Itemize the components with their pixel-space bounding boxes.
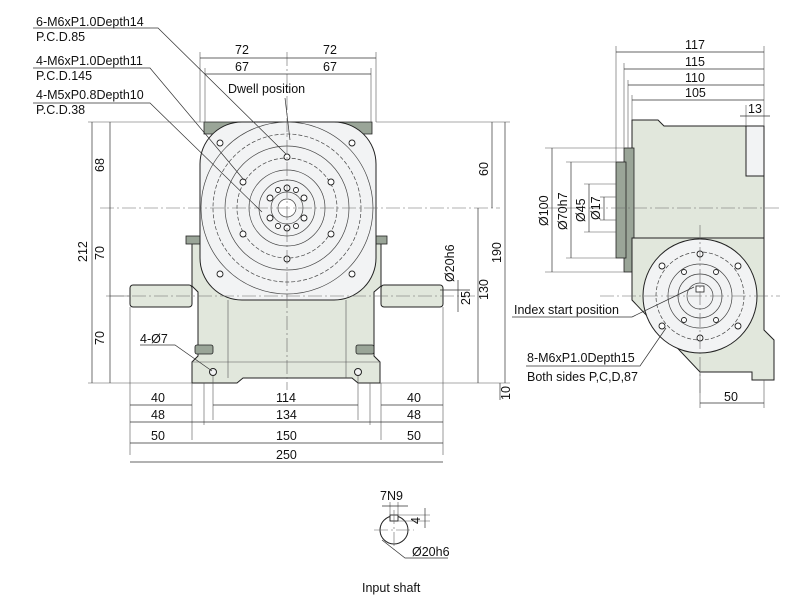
dim-shaft-dia: Ø20h6 [443, 244, 457, 282]
dim-67-right: 67 [323, 60, 337, 74]
dim-105: 105 [685, 86, 706, 100]
callout-holes-1: 6-M6xP1.0Depth14 [36, 15, 144, 29]
side-holes-label: 8-M6xP1.0Depth15 [527, 351, 635, 365]
callout-holes-2: 4-M6xP1.0Depth11 [36, 54, 143, 68]
mount-holes-label: 4-Ø7 [140, 332, 168, 346]
dim-60: 60 [477, 162, 491, 176]
callout-pcd-3: P.C.D.38 [36, 103, 85, 117]
side-view [545, 119, 780, 395]
dim-48-right: 48 [407, 408, 421, 422]
side-key-block [745, 125, 765, 177]
key-depth-label: 4 [409, 517, 423, 524]
mount-hole-left [209, 368, 217, 376]
dim-150: 150 [276, 429, 297, 443]
dim-dia-70: Ø70h7 [556, 192, 570, 230]
dim-70-bot: 70 [93, 331, 107, 345]
dim-40-left: 40 [151, 391, 165, 405]
mount-hole-right [354, 368, 362, 376]
input-shaft-section: 7N9 4 Ø20h6 Input shaft [362, 489, 450, 595]
front-left-tab [185, 235, 201, 245]
dim-212: 212 [76, 241, 90, 262]
side-spigot [615, 161, 627, 259]
front-right-shaft [380, 284, 444, 308]
dim-dia-17: Ø17 [589, 196, 603, 220]
dim-48-left: 48 [151, 408, 165, 422]
side-pcd-label: Both sides P,C,D,87 [527, 370, 638, 384]
side-holes [658, 250, 742, 342]
side-dimensions [512, 46, 770, 408]
dim-40-right: 40 [407, 391, 421, 405]
front-labels: 6-M6xP1.0Depth14 P.C.D.85 4-M6xP1.0Depth… [36, 15, 513, 462]
front-dimensions [33, 27, 510, 463]
dim-25: 25 [459, 291, 473, 305]
mount-slot-right [355, 344, 375, 355]
dim-72-left: 72 [235, 43, 249, 57]
mount-slot-left [194, 344, 214, 355]
dim-115: 115 [685, 55, 705, 69]
dim-50-left: 50 [151, 429, 165, 443]
dim-130: 130 [477, 279, 491, 300]
dim-190: 190 [490, 242, 504, 263]
side-housing-upper [631, 119, 765, 239]
dim-50-right: 50 [407, 429, 421, 443]
dim-114: 114 [276, 391, 296, 405]
front-view [100, 52, 500, 390]
dim-50-side: 50 [724, 390, 738, 404]
callout-holes-3: 4-M5xP0.8Depth10 [36, 88, 144, 102]
dim-10: 10 [499, 386, 513, 400]
shaft-dia-label: Ø20h6 [412, 545, 450, 559]
input-shaft-caption: Input shaft [362, 581, 421, 595]
dim-70-mid: 70 [93, 246, 107, 260]
dim-68: 68 [93, 158, 107, 172]
callout-pcd-1: P.C.D.85 [36, 30, 85, 44]
dim-72-right: 72 [323, 43, 337, 57]
dim-dia-100: Ø100 [537, 195, 551, 226]
dim-67-left: 67 [235, 60, 249, 74]
dim-dia-45: Ø45 [574, 198, 588, 222]
key-width-label: 7N9 [380, 489, 403, 503]
dim-13: 13 [748, 102, 762, 116]
dim-110: 110 [685, 71, 705, 85]
side-labels: 117 115 110 105 13 Ø100 Ø70h7 Ø45 Ø17 50… [514, 38, 762, 404]
dim-117: 117 [685, 38, 705, 52]
dwell-position-label: Dwell position [228, 82, 305, 96]
callout-pcd-2: P.C.D.145 [36, 69, 92, 83]
index-start-label: Index start position [514, 303, 619, 317]
dim-134: 134 [276, 408, 297, 422]
dim-250: 250 [276, 448, 297, 462]
